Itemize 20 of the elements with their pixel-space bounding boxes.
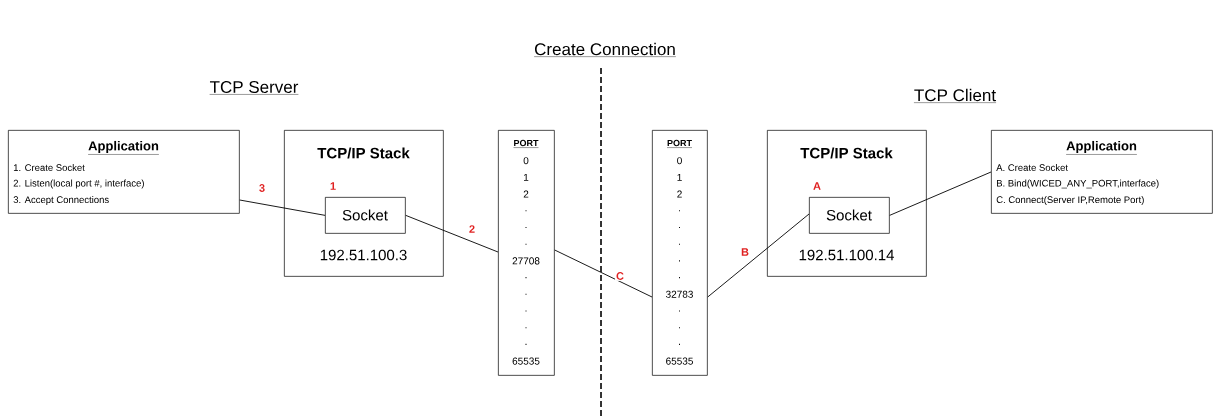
- edge-label: 3: [257, 183, 267, 193]
- connector-line: [554, 249, 653, 298]
- connector-line: [405, 214, 499, 253]
- edge-label: B: [740, 247, 750, 257]
- edge-label: C: [615, 271, 625, 281]
- edge-label: 2: [467, 224, 477, 234]
- step-number: A: [813, 182, 821, 190]
- port-column: PORT 0 1 2 . . . 27708 . . . . . 65535: [498, 130, 555, 376]
- application-box: Application A. Create Socket B. Bind(WICED_ANY_PORT,interface) C. Connect(Server IP,Remote Port): [991, 130, 1213, 214]
- socket-box: Socket: [325, 197, 406, 234]
- socket-box: Socket: [809, 197, 890, 234]
- section-heading: TCP Server: [209, 81, 299, 95]
- port-column: PORT 0 1 2 . . . . . 32783 . . . 65535: [652, 130, 708, 376]
- connector-line: [889, 171, 992, 216]
- connector-line: [239, 199, 326, 216]
- step-number: 1: [330, 182, 336, 190]
- diagram-title: Create Connection: [533, 42, 677, 57]
- application-box: Application 1. Create Socket 2. Listen(local port #, interface) 3. Accept Connections: [8, 130, 240, 214]
- section-heading: TCP Client: [913, 88, 997, 103]
- connector-line: [707, 213, 810, 298]
